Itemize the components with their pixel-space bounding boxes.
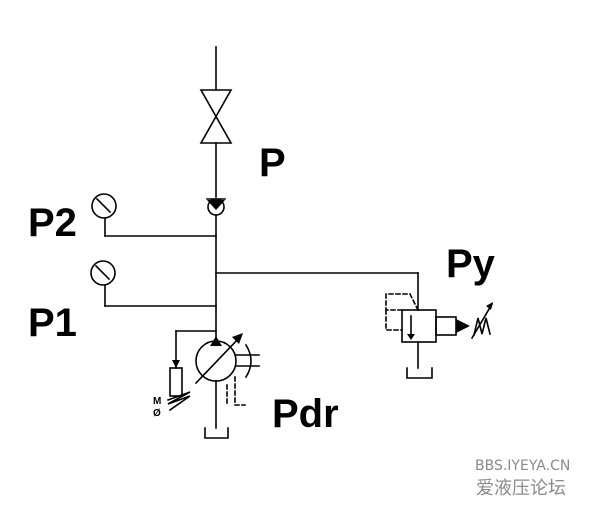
relief-valve-spring-arrow xyxy=(470,302,494,340)
relief-valve-arrowhead xyxy=(407,334,415,340)
pump-rotation-arc xyxy=(244,343,252,379)
label-p2: P2 xyxy=(28,201,77,245)
p1-pressure-gauge xyxy=(90,260,116,286)
pump-direction-arrow xyxy=(210,336,222,346)
relief-valve-pilot xyxy=(385,293,420,312)
pump-drain-line xyxy=(234,376,246,406)
label-p: P xyxy=(259,141,286,185)
relief-valve-actuator xyxy=(435,316,457,336)
watermark-site: BBS.IYEYA.CN xyxy=(475,458,570,474)
pump-variable-arrow-shaft xyxy=(194,335,242,385)
shutoff-valve-symbol xyxy=(199,89,233,144)
check-valve-seat xyxy=(207,200,225,210)
label-motor-mark-bottom: Ø xyxy=(153,408,161,419)
watermark-forum-name: 爱液压论坛 xyxy=(476,478,566,499)
pump-controller-box xyxy=(169,367,183,397)
label-p1: P1 xyxy=(28,301,77,345)
label-py: Py xyxy=(446,242,496,286)
pump-controller-arrow xyxy=(172,360,180,368)
relief-spring-arrowhead xyxy=(486,302,493,310)
p2-pressure-gauge xyxy=(91,193,117,219)
pump-tank-symbol xyxy=(204,427,229,439)
relief-valve-spring xyxy=(473,317,491,336)
p1-gauge-needle xyxy=(94,264,111,281)
relief-valve-actuator-triangle xyxy=(456,319,470,333)
relief-valve-pilot-2 xyxy=(385,309,403,331)
relief-valve-tank xyxy=(406,367,433,379)
relief-valve-body xyxy=(401,309,437,343)
pump-variable-arrowhead xyxy=(232,333,243,344)
pump-controller-spring xyxy=(166,391,191,412)
label-motor-mark-top: M xyxy=(153,396,161,407)
p2-gauge-needle xyxy=(95,197,112,214)
label-pdr: Pdr xyxy=(272,392,339,436)
